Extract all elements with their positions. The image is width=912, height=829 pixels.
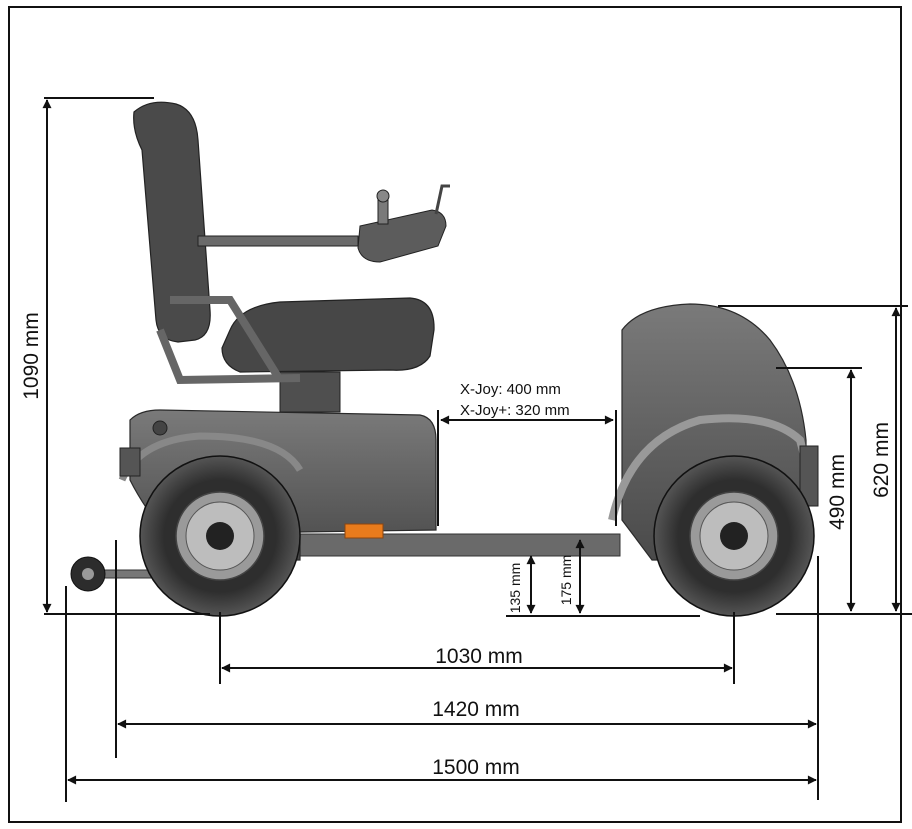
drawing-frame — [8, 6, 902, 823]
label-ground-clearance-high: 175 mm — [558, 555, 574, 606]
label-joy-plus-clearance: X-Joy+: 320 mm — [460, 402, 570, 419]
label-joy-clearance: X-Joy: 400 mm — [460, 381, 561, 398]
label-length-without-antitip: 1420 mm — [432, 698, 520, 721]
scooter-illustration — [70, 101, 819, 617]
dimension-lines — [42, 97, 912, 802]
rear-reflector — [344, 523, 384, 539]
label-wheelbase: 1030 mm — [435, 645, 523, 668]
armrest — [197, 235, 359, 247]
seat-cushion — [221, 297, 435, 373]
label-overall-length: 1500 mm — [432, 756, 520, 779]
seat-backrest — [133, 101, 211, 343]
label-front-height-mid: 490 mm — [826, 454, 849, 530]
control-panel — [357, 209, 447, 263]
label-ground-clearance-low: 135 mm — [507, 563, 523, 614]
label-front-height-top: 620 mm — [870, 422, 893, 498]
front-wheel — [653, 455, 815, 617]
label-overall-height: 1090 mm — [20, 312, 43, 400]
rear-wheel — [139, 455, 301, 617]
